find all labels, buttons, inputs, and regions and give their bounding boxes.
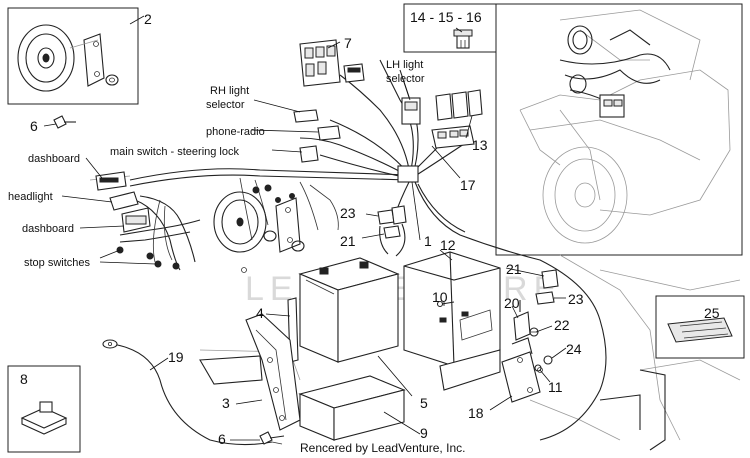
callout-23-left: 23: [340, 205, 356, 221]
callout-2: 2: [144, 11, 152, 27]
relay-21-left: [379, 223, 406, 257]
callout-12: 12: [440, 237, 456, 253]
battery-tray-9: [298, 375, 406, 441]
callout-25: 25: [704, 305, 720, 321]
ground-cable-19: [102, 339, 283, 446]
callout-21-right: 21: [506, 261, 522, 277]
callout-21-left: 21: [340, 233, 356, 249]
battery-5: [298, 257, 400, 363]
callout-9: 9: [420, 425, 428, 441]
screw-6-top: [53, 115, 76, 129]
callout-18: 18: [468, 405, 484, 421]
chassis-lines: [199, 254, 741, 451]
text-labels: RH light selector LH light selector phon…: [8, 59, 425, 269]
relay-21-right: [541, 269, 559, 289]
watermark-text: LEADVENTURE: [245, 270, 562, 308]
callout-23-right: 23: [568, 291, 584, 307]
callout-10: 10: [432, 289, 448, 305]
battery-box-12: [403, 251, 501, 391]
pad-inset-box: [655, 295, 745, 359]
label-stop-switches: stop switches: [24, 257, 91, 269]
label-main-switch: main switch - steering lock: [110, 146, 239, 158]
callout-4: 4: [256, 305, 264, 321]
nut-24: [543, 355, 553, 365]
callout-5: 5: [420, 395, 428, 411]
label-lh-light-selector-1: LH light: [386, 59, 423, 71]
callout-24: 24: [566, 341, 582, 357]
fuse-inset-box: [403, 3, 497, 53]
relay-23-right: [535, 291, 555, 305]
callout-6-bottom: 6: [218, 431, 226, 447]
label-phone-radio: phone-radio: [206, 126, 265, 138]
callout-22: 22: [554, 317, 570, 333]
callout-numbers: 2 6 7 14 - 15 - 16 13 17 23 21 1 12 21 1…: [20, 9, 720, 447]
regulator-18: [501, 337, 543, 403]
callout-1: 1: [424, 233, 432, 249]
callout-6-top: 6: [30, 118, 38, 134]
callout-14-15-16: 14 - 15 - 16: [410, 9, 482, 25]
clip-inset-box: [7, 365, 81, 453]
harness-connectors: [95, 97, 421, 270]
label-dashboard-bottom: dashboard: [22, 223, 74, 235]
footer-credit: Rencered by LeadVenture, Inc.: [300, 441, 465, 455]
scooter-overview-box: [495, 3, 743, 256]
fuse-box-7: [299, 39, 365, 87]
callout-20: 20: [504, 295, 520, 311]
connector-cluster-13: [431, 89, 483, 149]
nut-11: [534, 364, 542, 372]
horn-inset-box: [7, 7, 145, 105]
label-dashboard-top: dashboard: [28, 153, 80, 165]
callout-11: 11: [548, 379, 563, 395]
relay-23-left: [377, 205, 407, 225]
callout-8: 8: [20, 371, 28, 387]
callout-3: 3: [222, 395, 230, 411]
label-rh-light-selector-1: RH light: [210, 85, 249, 97]
callout-19: 19: [168, 349, 184, 365]
callout-13: 13: [472, 137, 488, 153]
label-headlight: headlight: [8, 191, 53, 203]
horn-main: [213, 191, 305, 273]
bracket-3: [245, 313, 301, 431]
screw-6-bottom: [259, 431, 285, 445]
callout-7: 7: [344, 35, 352, 51]
label-lh-light-selector-2: selector: [386, 73, 425, 85]
callout-17: 17: [460, 177, 476, 193]
leader-lines: [43, 27, 567, 441]
label-rh-light-selector-2: selector: [206, 99, 245, 111]
